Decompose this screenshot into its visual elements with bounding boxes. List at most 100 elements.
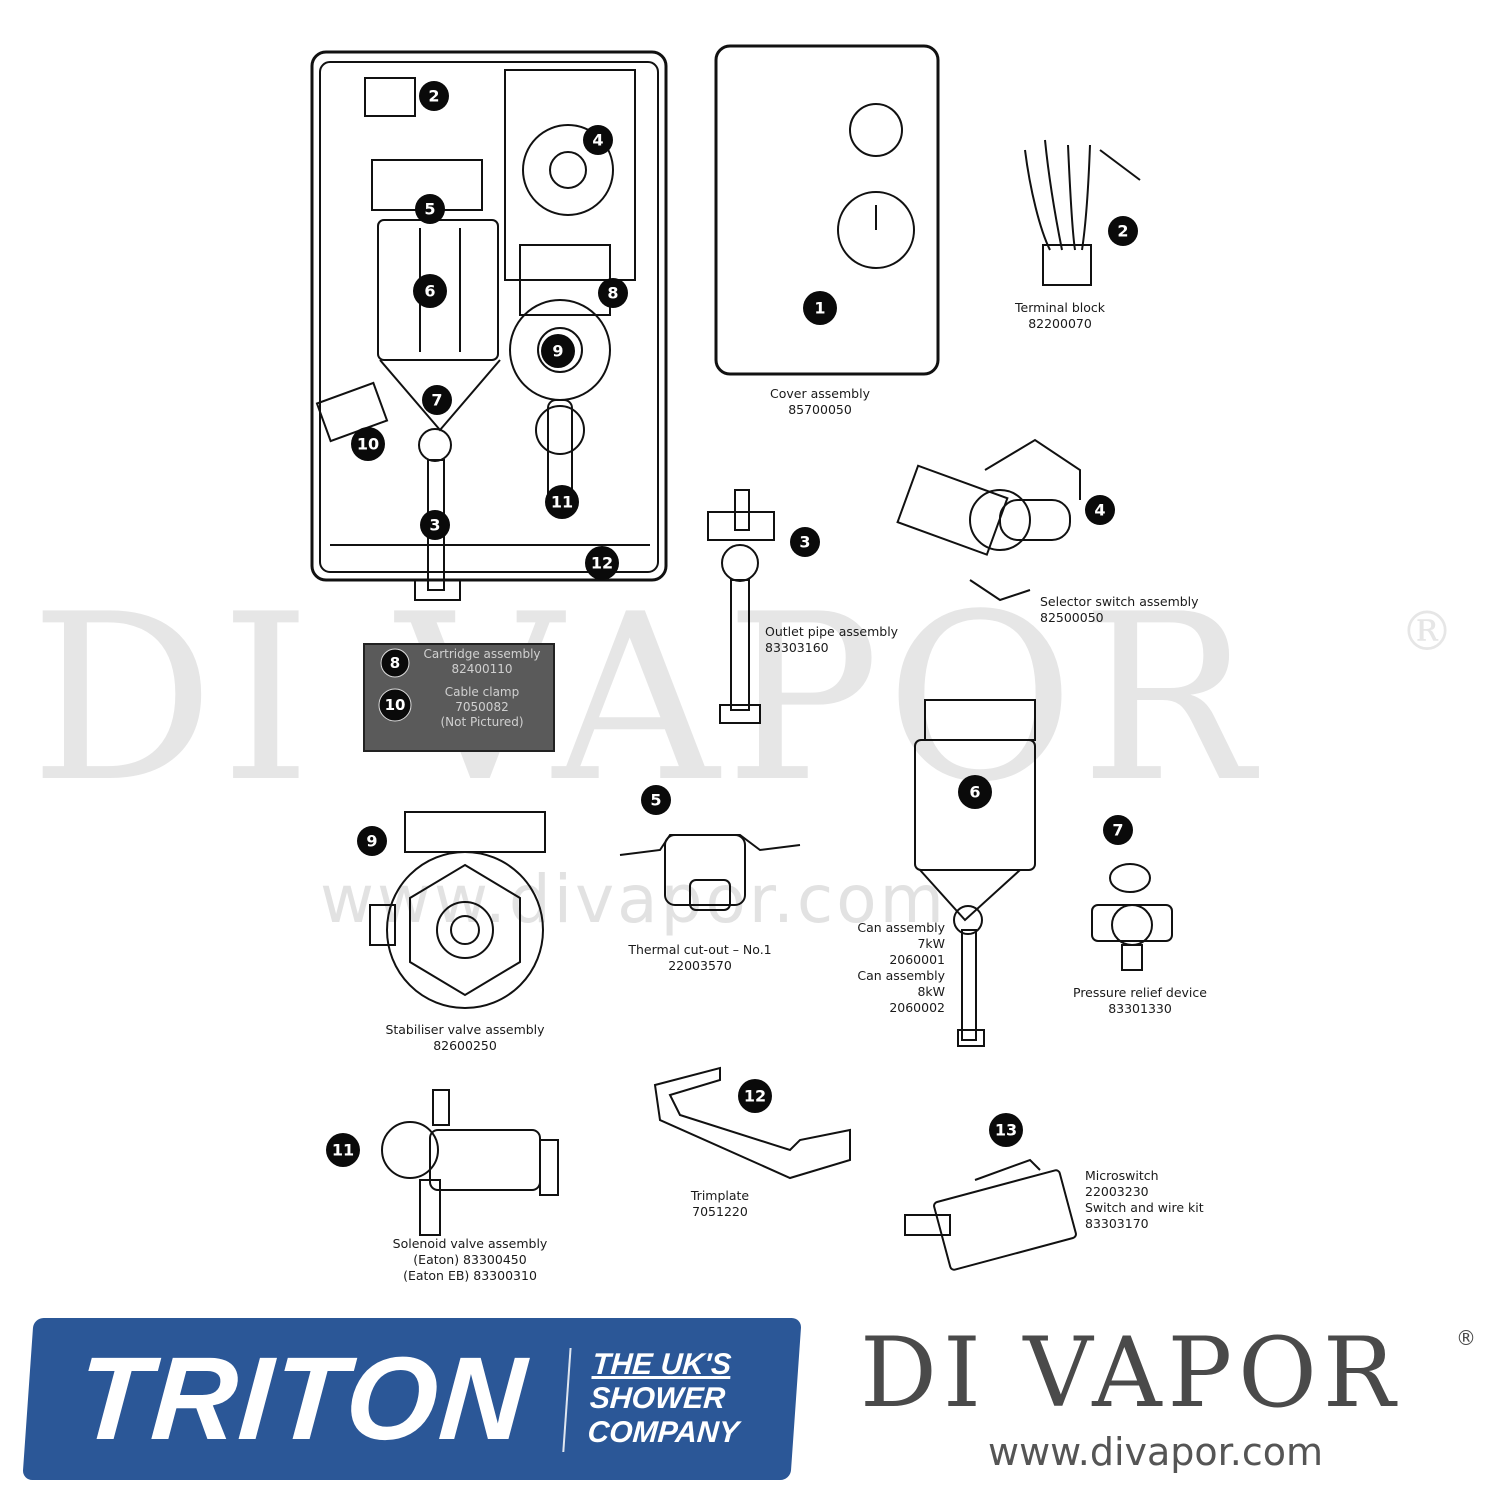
callout-5 [641, 785, 671, 815]
divapor-registered: ® [1456, 1326, 1476, 1350]
callout-12 [738, 1079, 772, 1113]
caption-line: 22003570 [668, 958, 732, 973]
triton-name: TRITON [73, 1333, 532, 1465]
callout-10-main [351, 427, 385, 461]
callout-7-main [422, 385, 452, 415]
callout-6 [958, 775, 992, 809]
legend-line: Cable clamp [444, 685, 520, 699]
callout-12-main-label: 12 [591, 554, 613, 573]
caption-pressure-relief: Pressure relief device 83301330 [1060, 985, 1220, 1017]
legend-line: 82400110 [451, 662, 513, 676]
caption-line: 7051220 [692, 1204, 748, 1219]
watermark-url-text: www.divapor.com [320, 861, 947, 938]
triton-logo-text: TRITON [73, 1333, 532, 1465]
watermark-registered: ® [1400, 600, 1454, 663]
caption-microswitch: Microswitch 22003230 Switch and wire kit… [1085, 1168, 1245, 1232]
legend-box: 8 10 Cartridge assembly 82400110 Cable c… [363, 643, 555, 752]
divapor-name-text: DI VAPOR [860, 1317, 1402, 1429]
callout-6-main-label: 6 [424, 282, 435, 301]
callout-12-main [585, 546, 619, 580]
callout-13 [989, 1113, 1023, 1147]
triton-brand-banner: TRITON THE UK'S SHOWER COMPANY [22, 1318, 802, 1480]
callout-11-main-label: 11 [551, 493, 573, 512]
divapor-name: DI VAPOR [860, 1318, 1401, 1428]
callout-3-main [420, 510, 450, 540]
can-assembly-drawing [914, 699, 1036, 1047]
watermark-text: DI VAPOR [30, 566, 1260, 833]
caption-terminal-block: Terminal block 82200070 [1000, 300, 1120, 332]
caption-selector-switch: Selector switch assembly 82500050 [1040, 594, 1220, 626]
callout-2 [1108, 216, 1138, 246]
legend-marker-10-label: 10 [385, 696, 406, 714]
watermark-registered-mark: ® [1400, 600, 1454, 663]
watermark-url: www.divapor.com [320, 860, 947, 940]
callout-11 [326, 1133, 360, 1167]
caption-line: Stabiliser valve assembly [385, 1022, 545, 1037]
callout-2-main [419, 81, 449, 111]
caption-line: Switch and wire kit [1085, 1200, 1204, 1215]
divapor-url-text: www.divapor.com [988, 1430, 1324, 1474]
caption-line: Solenoid valve assembly [392, 1236, 548, 1251]
caption-line: 85700050 [788, 402, 852, 417]
callout-8-main [598, 278, 628, 308]
caption-line: Can assembly [857, 968, 945, 983]
legend-line: (Not Pictured) [440, 715, 524, 729]
caption-outlet-pipe: Outlet pipe assembly 83303160 [765, 624, 925, 656]
tagline-line: SHOWER [588, 1382, 727, 1415]
callout-11-label: 11 [332, 1141, 354, 1160]
caption-line: 83301330 [1108, 1001, 1172, 1016]
legend-markers: 8 10 [378, 648, 412, 722]
caption-can-assembly: Can assembly 7kW 2060001 Can assembly 8k… [850, 920, 945, 1016]
tagline-line: THE UK'S [591, 1348, 733, 1381]
divapor-registered-mark: ® [1456, 1326, 1476, 1350]
thermal-cutout-drawing [619, 834, 801, 911]
caption-line: Outlet pipe assembly [765, 624, 899, 639]
callout-12-label: 12 [744, 1087, 766, 1106]
legend-marker-8 [380, 648, 410, 678]
caption-line: Pressure relief device [1073, 985, 1207, 1000]
caption-line: Trimplate [690, 1188, 750, 1203]
callout-10-main-label: 10 [357, 435, 379, 454]
legend-item-cable-clamp: Cable clamp 7050082 (Not Pictured) [415, 685, 549, 730]
tagline-line: COMPANY [586, 1416, 740, 1449]
callout-3-label: 3 [799, 533, 810, 552]
caption-line: 83303170 [1085, 1216, 1149, 1231]
callout-1 [803, 291, 837, 325]
caption-line: (Eaton) 83300450 [413, 1252, 527, 1267]
cover-drawing [714, 44, 940, 376]
caption-line: 22003230 [1085, 1184, 1149, 1199]
trimplate-drawing [653, 1066, 851, 1180]
callout-11-main [545, 485, 579, 519]
triton-tagline: THE UK'S SHOWER COMPANY [586, 1348, 744, 1450]
callout-9-label: 9 [366, 832, 377, 851]
callout-4-label: 4 [1094, 501, 1105, 520]
callout-7 [1103, 815, 1133, 845]
caption-line: 2060002 [889, 1000, 945, 1015]
legend-marker-8-label: 8 [390, 654, 400, 672]
caption-line: 2060001 [889, 952, 945, 967]
outlet-pipe-drawing [707, 489, 775, 724]
callout-4-main [583, 125, 613, 155]
callout-2-label: 2 [1117, 222, 1128, 241]
callout-3-main-label: 3 [429, 516, 440, 535]
stabiliser-valve-drawing [369, 811, 546, 1009]
caption-line: Thermal cut-out – No.1 [628, 942, 772, 957]
callout-6-label: 6 [969, 783, 980, 802]
caption-line: 82600250 [433, 1038, 497, 1053]
callout-2-main-label: 2 [428, 87, 439, 106]
terminal-block-drawing [1024, 139, 1141, 286]
callout-8-main-label: 8 [607, 284, 618, 303]
banner-divider [562, 1348, 572, 1452]
caption-solenoid-valve: Solenoid valve assembly (Eaton) 83300450… [370, 1236, 570, 1284]
caption-trimplate: Trimplate 7051220 [660, 1188, 780, 1220]
selector-switch-drawing [896, 438, 1081, 602]
legend-line: Cartridge assembly [423, 647, 541, 661]
legend-line: 7050082 [455, 700, 509, 714]
divapor-url: www.divapor.com [988, 1430, 1323, 1474]
callout-9 [357, 826, 387, 856]
caption-line: 82500050 [1040, 610, 1104, 625]
watermark-big: DI VAPOR [30, 560, 1259, 840]
caption-line: Selector switch assembly [1040, 594, 1199, 609]
callout-7-label: 7 [1112, 821, 1123, 840]
